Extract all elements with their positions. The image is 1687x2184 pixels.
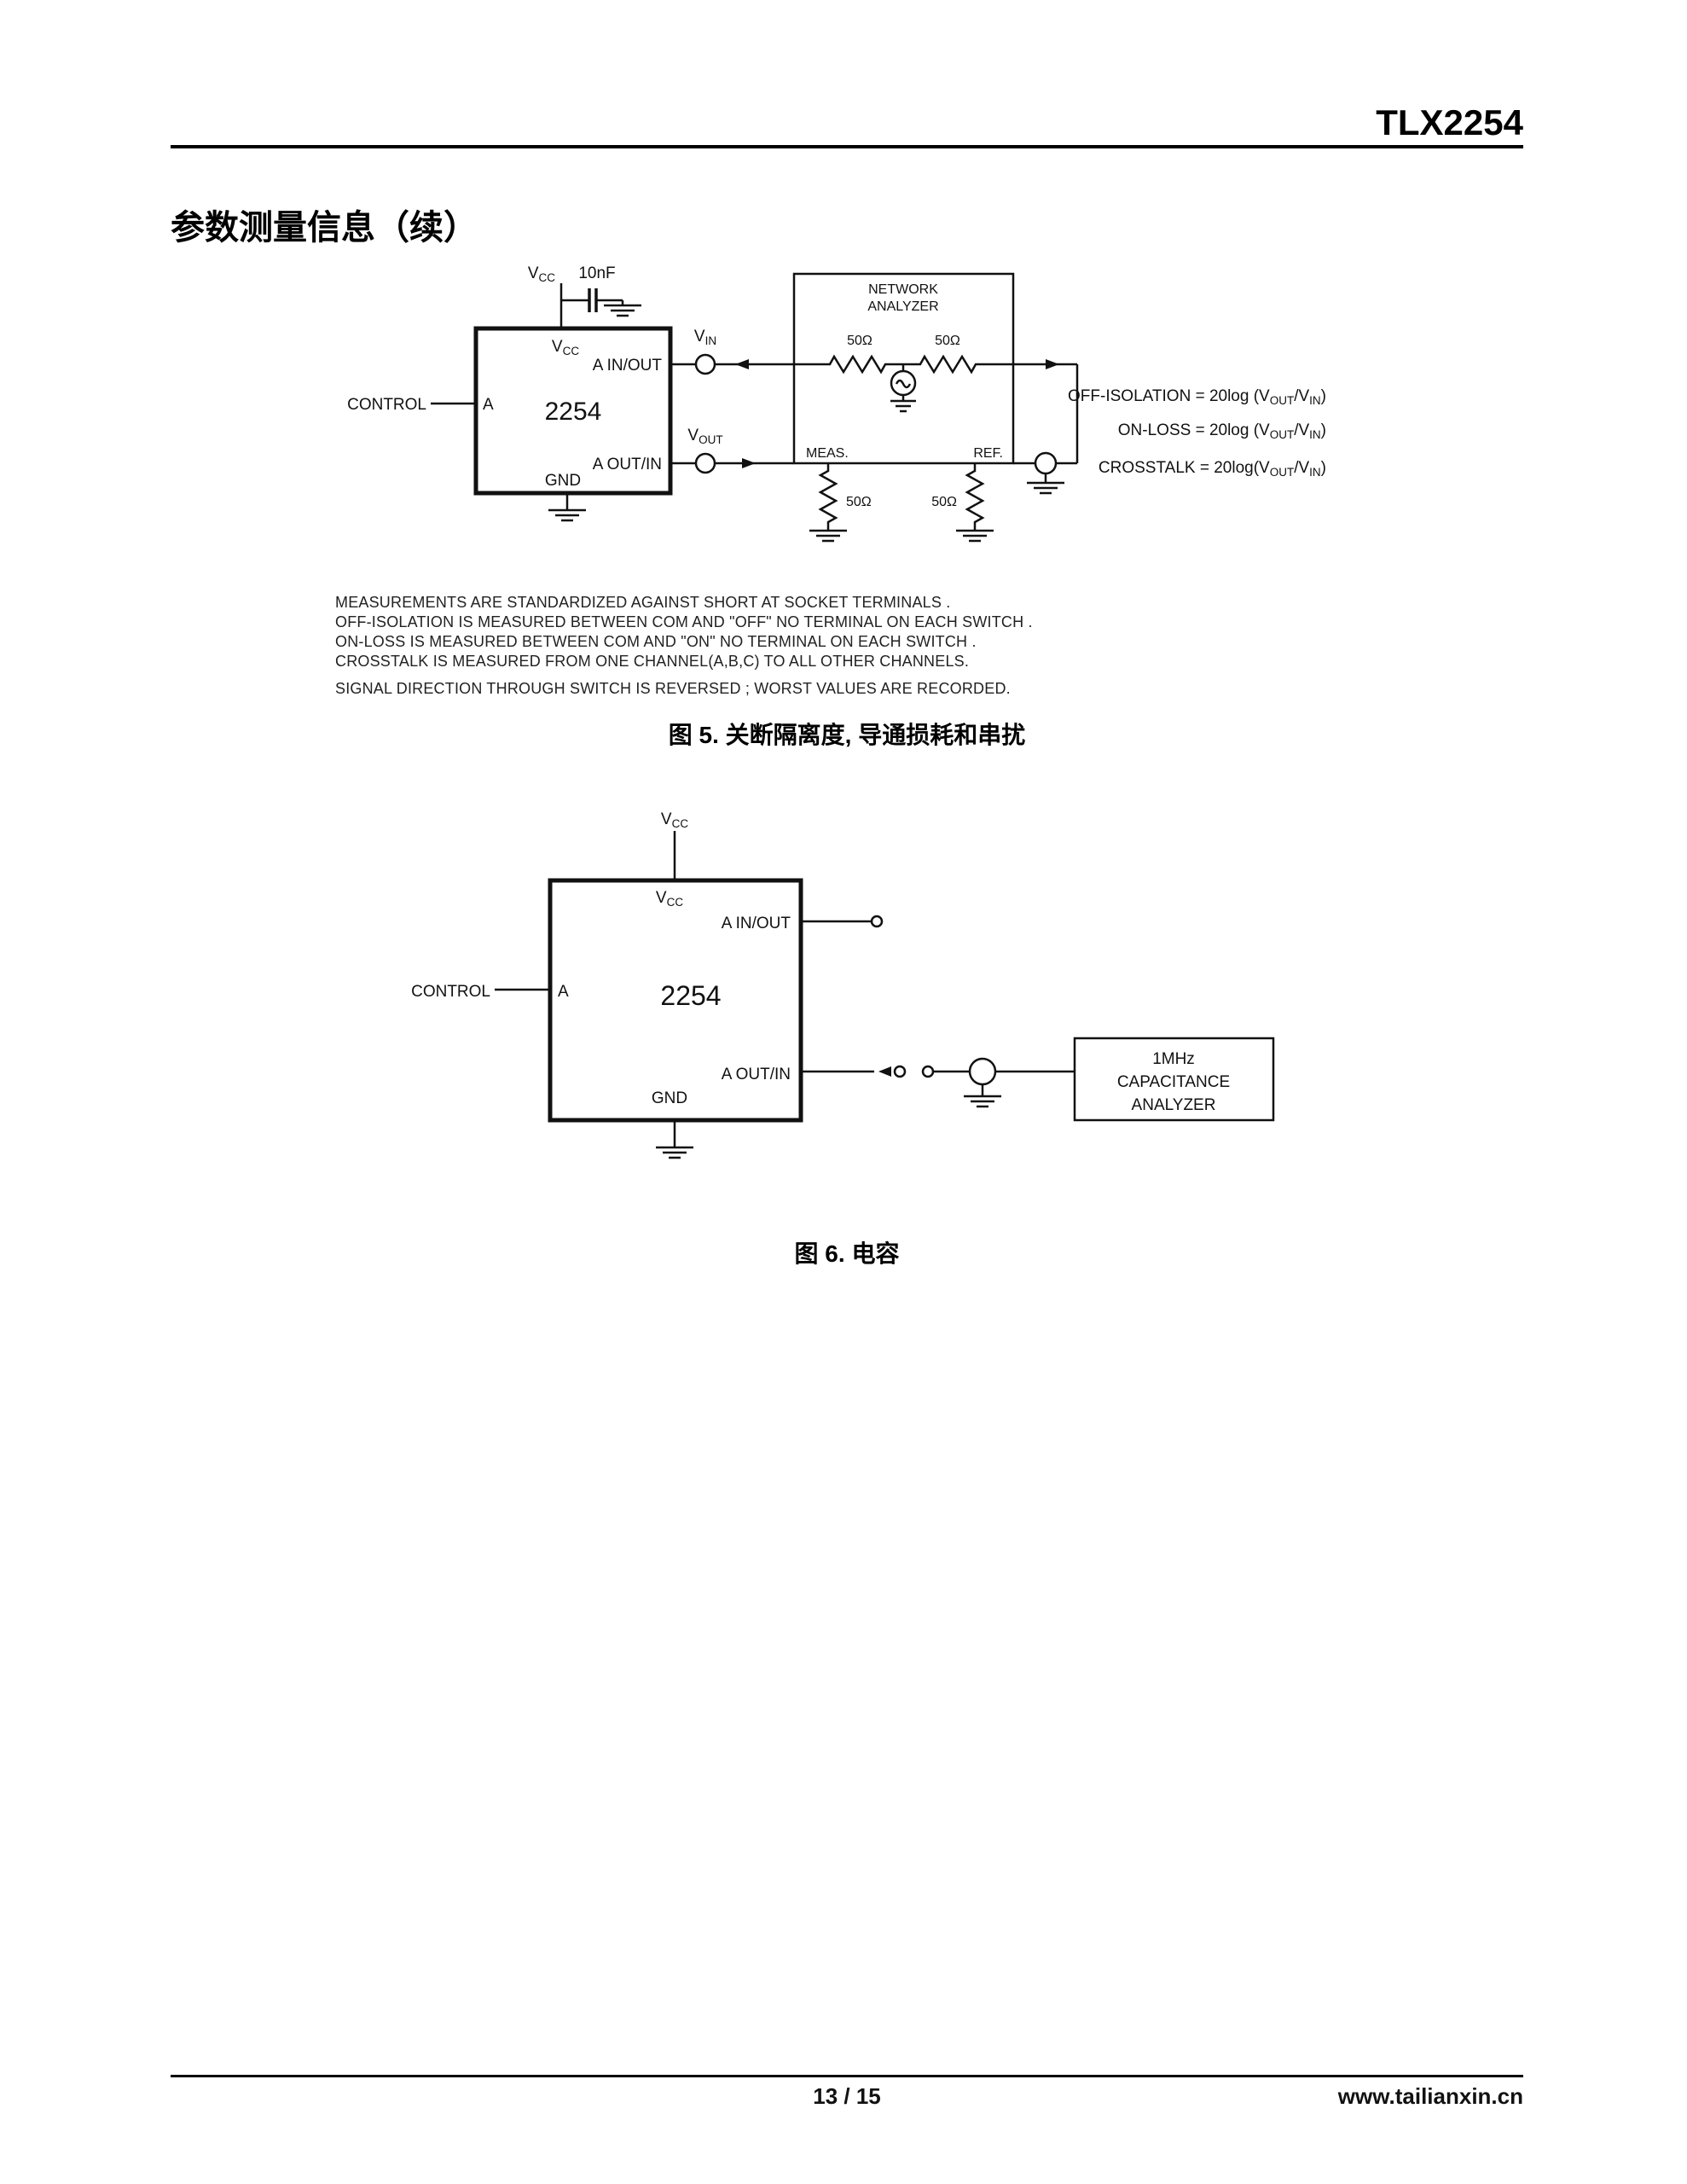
sine-icon bbox=[895, 379, 912, 389]
ground-icon bbox=[890, 399, 916, 413]
fig5-equations: OFF-ISOLATION = 20log (VOUT/VIN) ON-LOSS… bbox=[1068, 387, 1326, 479]
meter-probe-circle bbox=[968, 1057, 997, 1086]
chip-aout-pin-label: A OUT/IN bbox=[722, 1066, 791, 1083]
ground-icon bbox=[548, 508, 586, 522]
off-isolation-equation: OFF-ISOLATION = 20log (VOUT/VIN) bbox=[1068, 387, 1326, 407]
resistor-label: 50Ω bbox=[935, 334, 960, 348]
chip-gnd-pin-label: GND bbox=[545, 472, 581, 490]
document-title: TLX2254 bbox=[1376, 102, 1523, 142]
ground-icon bbox=[604, 304, 641, 317]
ground-icon bbox=[1027, 481, 1064, 495]
analyzer-line3: ANALYZER bbox=[1132, 1096, 1216, 1114]
crosstalk-equation: CROSSTALK = 20log(VOUT/VIN) bbox=[1099, 459, 1326, 479]
note-line: MEASUREMENTS ARE STANDARDIZED AGAINST SH… bbox=[335, 594, 951, 611]
resistor-label: 50Ω bbox=[931, 495, 957, 509]
fig6-supply: VCC bbox=[661, 810, 688, 880]
vin-label: VIN bbox=[694, 328, 716, 347]
figure5-diagram: VCC 10nF VCC A IN/OUT 2254 A OUT/IN GND … bbox=[347, 264, 1326, 543]
figure5-notes: MEASUREMENTS ARE STANDARDIZED AGAINST SH… bbox=[335, 593, 1033, 699]
footer-website: www.tailianxin.cn bbox=[1337, 2083, 1523, 2109]
ref-return-wire bbox=[1013, 363, 1079, 465]
left-arrow-icon bbox=[878, 1066, 891, 1077]
right-arrow-icon bbox=[1046, 359, 1059, 369]
note-line: CROSSTALK IS MEASURED FROM ONE CHANNEL(A… bbox=[335, 653, 970, 670]
capacitor-value-label: 10nF bbox=[578, 264, 615, 282]
ground-icon bbox=[956, 529, 994, 543]
chip-vcc-pin-label: VCC bbox=[552, 338, 579, 357]
fig6-capacitance-analyzer: 1MHz CAPACITANCE ANALYZER bbox=[1073, 1037, 1275, 1122]
chip-ain-pin-label: A IN/OUT bbox=[722, 915, 791, 932]
vout-label: VOUT bbox=[687, 427, 722, 446]
on-loss-equation: ON-LOSS = 20log (VOUT/VIN) bbox=[1118, 421, 1326, 441]
chip-gnd-pin-label: GND bbox=[652, 1089, 687, 1107]
fig5-supply: VCC 10nF bbox=[528, 264, 641, 328]
figure6-caption: 图 6. 电容 bbox=[794, 1240, 900, 1267]
fig6-chip: VCC A IN/OUT 2254 A CONTROL A OUT/IN GND bbox=[411, 878, 803, 1159]
analyzer-line1: 1MHz bbox=[1152, 1050, 1195, 1068]
left-arrow-icon bbox=[735, 359, 749, 369]
analyzer-title-line2: ANALYZER bbox=[867, 299, 938, 314]
resistor-label: 50Ω bbox=[846, 495, 872, 509]
section-title: 参数测量信息（续） bbox=[171, 209, 478, 247]
ref-port-label: REF. bbox=[973, 446, 1003, 461]
chip-vcc-pin-label: VCC bbox=[656, 889, 683, 909]
open-terminal-circle bbox=[921, 1065, 935, 1078]
figure6-diagram: VCC VCC A IN/OUT 2254 A CONTROL A OUT/IN… bbox=[411, 810, 1275, 1159]
footer-page-number: 13 / 15 bbox=[813, 2083, 881, 2109]
note-line: SIGNAL DIRECTION THROUGH SWITCH IS REVER… bbox=[335, 680, 1011, 697]
control-label: CONTROL bbox=[347, 396, 426, 414]
chip-aout-pin-label: A OUT/IN bbox=[593, 456, 662, 473]
capacitor-icon bbox=[588, 288, 598, 312]
vout-probe-circle bbox=[694, 452, 716, 474]
note-line: OFF-ISOLATION IS MEASURED BETWEEN COM AN… bbox=[335, 613, 1033, 630]
meas-port-label: MEAS. bbox=[806, 446, 849, 461]
right-arrow-icon bbox=[742, 458, 756, 468]
header-rule bbox=[171, 145, 1523, 148]
fig5-probes: VIN VOUT bbox=[670, 328, 794, 474]
analyzer-title-line1: NETWORK bbox=[868, 282, 938, 297]
chip-ain-pin-label: A IN/OUT bbox=[593, 357, 663, 375]
fig5-chip: VCC A IN/OUT 2254 A OUT/IN GND A CONTROL bbox=[347, 326, 673, 522]
analyzer-line2: CAPACITANCE bbox=[1117, 1073, 1230, 1091]
ref-termination-resistor bbox=[965, 463, 985, 531]
chip-a-pin-label: A bbox=[483, 396, 494, 414]
resistor-label: 50Ω bbox=[847, 334, 872, 348]
ground-icon bbox=[656, 1146, 693, 1159]
chip-a-pin-label: A bbox=[558, 983, 569, 1001]
fig6-measurement bbox=[801, 915, 1075, 1108]
vcc-supply-label: VCC bbox=[661, 810, 688, 830]
open-terminal-circle bbox=[893, 1065, 907, 1078]
ref-probe-circle bbox=[1034, 451, 1058, 475]
fig5-network-analyzer: NETWORK ANALYZER 50Ω 50Ω MEAS. REF. 50Ω … bbox=[792, 272, 1079, 543]
ground-icon bbox=[809, 529, 847, 543]
chip-name: 2254 bbox=[660, 980, 721, 1011]
ground-icon bbox=[964, 1095, 1001, 1108]
vin-probe-circle bbox=[694, 353, 716, 375]
open-terminal-circle bbox=[870, 915, 884, 928]
chip-name: 2254 bbox=[545, 398, 602, 426]
note-line: ON-LOSS IS MEASURED BETWEEN COM AND "ON"… bbox=[335, 633, 977, 650]
figure5-caption: 图 5. 关断隔离度, 导通损耗和串扰 bbox=[668, 722, 1026, 748]
control-label: CONTROL bbox=[411, 983, 490, 1001]
vcc-supply-label: VCC bbox=[528, 264, 555, 284]
footer-rule bbox=[171, 2075, 1523, 2077]
meas-termination-resistor bbox=[818, 463, 838, 531]
